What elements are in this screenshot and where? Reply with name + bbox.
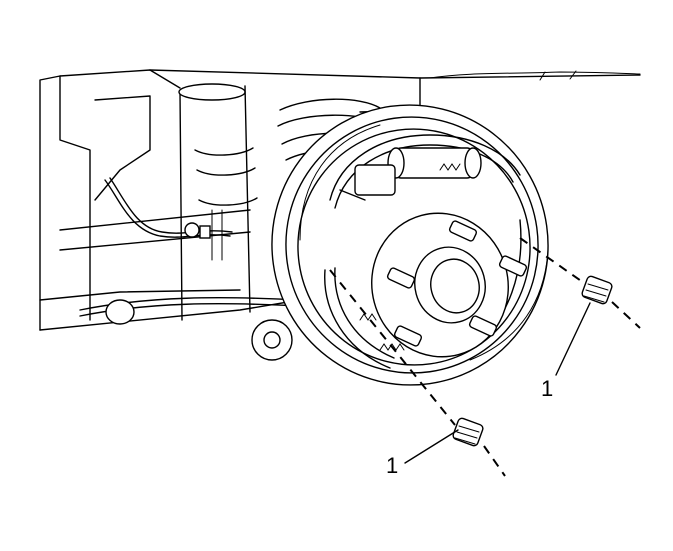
wheel-stud [386,267,416,289]
wheel-stud [468,315,498,337]
brake-line [104,177,233,239]
leader-line-left [404,429,459,464]
wheel-cylinder [339,147,482,201]
wheel-stud [498,255,528,277]
wheel-studs [386,220,528,347]
return-springs [359,163,461,351]
hole-plug-right [519,237,641,329]
wheel-stud [448,220,478,242]
leader-lines [404,302,591,464]
hole-plug-left [329,269,506,477]
axle-bushing [105,299,293,361]
callout-label-right: 1 [541,376,553,401]
vehicle-frame [39,69,641,331]
callout-label-left: 1 [386,453,398,478]
shock-absorber [178,83,258,321]
wheel-stud [393,325,423,347]
leader-line-right [555,302,591,376]
